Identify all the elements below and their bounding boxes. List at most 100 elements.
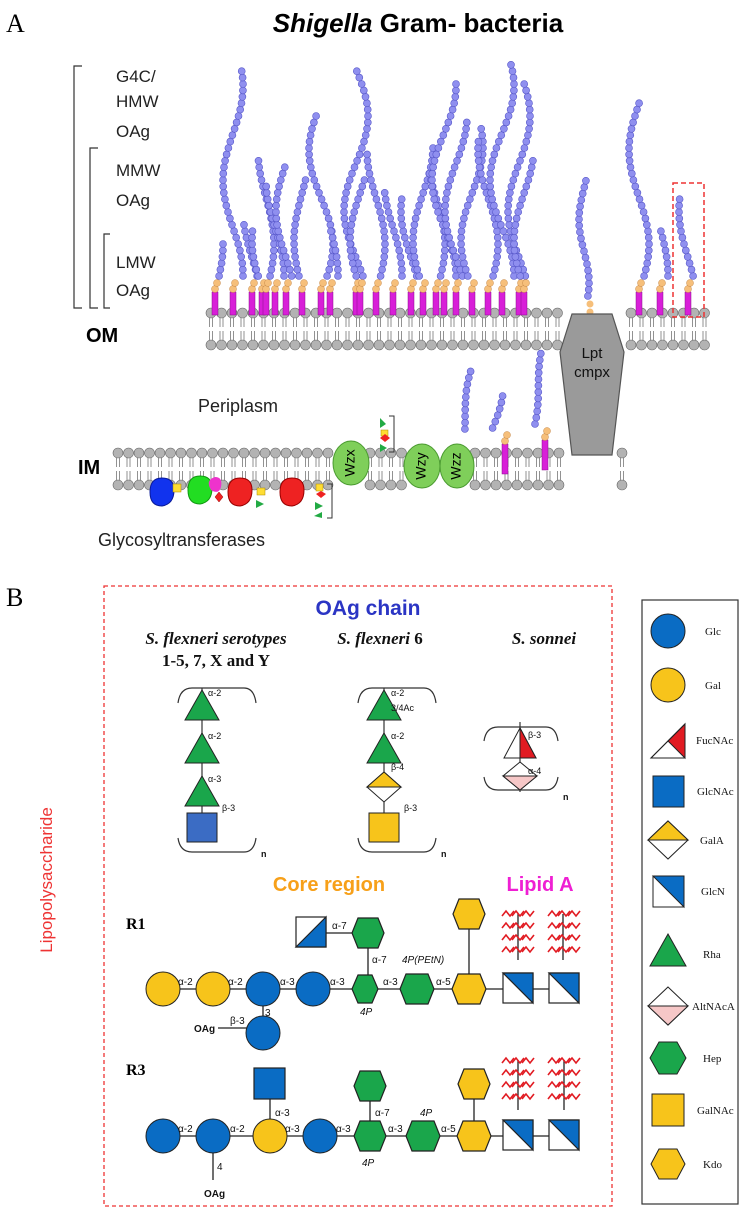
sf-link-3: α-3 (208, 774, 221, 784)
im-label: IM (78, 457, 100, 479)
oag-chain-title: OAg chain (315, 597, 420, 620)
lps-molecule (441, 118, 471, 316)
r1-link-10: 3 (265, 1008, 271, 1019)
r1-structure: α-2 α-2 α-3 α-3 α-3 α-5 α-7 α-7 β-3 3 4P… (145, 898, 581, 1051)
lipid-headgroup (489, 307, 500, 351)
r1-link-6: α-5 (436, 977, 451, 988)
wzy-label: Wzy (413, 452, 429, 479)
core-region-title: Core region (273, 874, 385, 896)
legend-galnac: GalNAc (697, 1105, 734, 1117)
legend-hep: Hep (703, 1053, 722, 1065)
lipid-headgroup (322, 447, 334, 491)
ss-header: S. sonnei (512, 629, 577, 648)
lipid-headgroup (469, 447, 481, 491)
r3-link-2: α-2 (230, 1124, 245, 1135)
r1-link-5: α-3 (383, 977, 398, 988)
r3-link-4: α-3 (336, 1124, 351, 1135)
legend-rha: Rha (703, 949, 721, 961)
lipid-headgroup (363, 307, 374, 351)
lps-molecule (625, 99, 653, 316)
lipid-headgroup (396, 447, 407, 491)
lmw-label-1: LMW (116, 253, 156, 272)
lps-molecule (272, 163, 296, 316)
lps-molecule (457, 125, 487, 316)
lipid-headgroup (175, 447, 187, 491)
sf6-n: n (441, 849, 447, 859)
lipid-headgroup (312, 447, 323, 491)
wzy-protein: Wzy (403, 443, 441, 489)
lps-molecule (211, 240, 227, 316)
lps-box (103, 585, 613, 1207)
glycosyltransferases-label: Glycosyltransferases (98, 530, 265, 550)
ss-link-1: β-3 (528, 730, 541, 740)
sf-n: n (261, 849, 267, 859)
wzz-label: Wzz (448, 452, 464, 479)
flipped-oag-unit (380, 415, 395, 453)
lipid-headgroup (375, 447, 386, 491)
legend-glcn: GlcN (701, 886, 725, 898)
lipid-headgroup (541, 307, 553, 351)
hmw-label-3: OAg (116, 122, 150, 141)
und-pp-oag (461, 367, 475, 433)
r3-link-9: 4P (420, 1108, 433, 1119)
ss-n: n (563, 792, 569, 802)
sf-link-2: α-2 (208, 731, 221, 741)
legend-glc: Glc (705, 626, 721, 638)
r3-oag: OAg (204, 1189, 225, 1200)
r1-label: R1 (126, 916, 146, 933)
lipid-headgroup (667, 307, 679, 351)
lipid-headgroup (249, 447, 260, 491)
panel-a-title: Shigella Gram- bacteria (273, 8, 564, 38)
lps-molecule (290, 176, 310, 316)
r3-link-1: α-2 (178, 1124, 193, 1135)
r3-link-7: α-3 (275, 1108, 290, 1119)
hmw-label-1: G4C/ (116, 67, 156, 86)
sf6-link-4: β-4 (391, 762, 404, 772)
lipid-headgroup (532, 447, 544, 491)
lipid-headgroup (511, 447, 523, 491)
lipid-headgroup (270, 447, 281, 491)
r3-link-6: α-5 (441, 1124, 456, 1135)
lps-molecule (219, 67, 247, 316)
periplasm-label: Periplasm (198, 396, 278, 416)
lps-molecule (656, 227, 672, 316)
r3-structure: α-2 α-2 α-3 α-3 α-3 α-5 α-3 α-7 4P 4P 4 … (145, 1056, 581, 1200)
r3-link-5: α-3 (388, 1124, 403, 1135)
lipid-headgroup (237, 307, 248, 351)
sf-header-1: S. flexneri serotypes (145, 629, 287, 648)
r3-label: R3 (126, 1062, 146, 1079)
r3-link-3: α-3 (285, 1124, 300, 1135)
lipid-headgroup (112, 447, 124, 491)
lipid-headgroup (133, 447, 145, 491)
lps-chains (211, 61, 697, 475)
lipid-headgroup (447, 307, 458, 351)
size-brackets (73, 65, 110, 309)
sf6-link-5: β-3 (404, 803, 417, 813)
sf-header-2: 1-5, 7, X and Y (162, 651, 270, 670)
lipid-headgroup (616, 447, 628, 491)
und-pp-oag (488, 392, 511, 475)
lipid-headgroup (625, 307, 637, 351)
legend-fucnac: FucNAc (696, 735, 733, 747)
panel-b-letter: B (6, 583, 23, 612)
lipid-headgroup (216, 307, 227, 351)
ss-oag-structure: β-3 α-4 n (483, 722, 569, 802)
lipid-headgroup (123, 447, 134, 491)
lipid-headgroup (384, 307, 395, 351)
r1-link-2: α-2 (228, 977, 243, 988)
wzx-label: Wzx (342, 449, 358, 476)
legend-altnaca: AltNAcA (692, 1001, 735, 1013)
r1-link-7: α-7 (332, 921, 347, 932)
sf-link-1: α-2 (208, 688, 221, 698)
sf-link-4: β-3 (222, 803, 235, 813)
lmw-label-2: OAg (116, 281, 150, 300)
mmw-label-1: MMW (116, 161, 160, 180)
panel-a-letter: A (6, 9, 25, 38)
sf6-header: S. flexneri 6 (337, 629, 422, 648)
lipid-headgroup (310, 307, 322, 351)
lipid-headgroup (552, 307, 563, 351)
r1-link-8: α-7 (372, 955, 387, 966)
lipid-a-title: Lipid A (506, 874, 573, 896)
lipid-headgroup (490, 447, 502, 491)
